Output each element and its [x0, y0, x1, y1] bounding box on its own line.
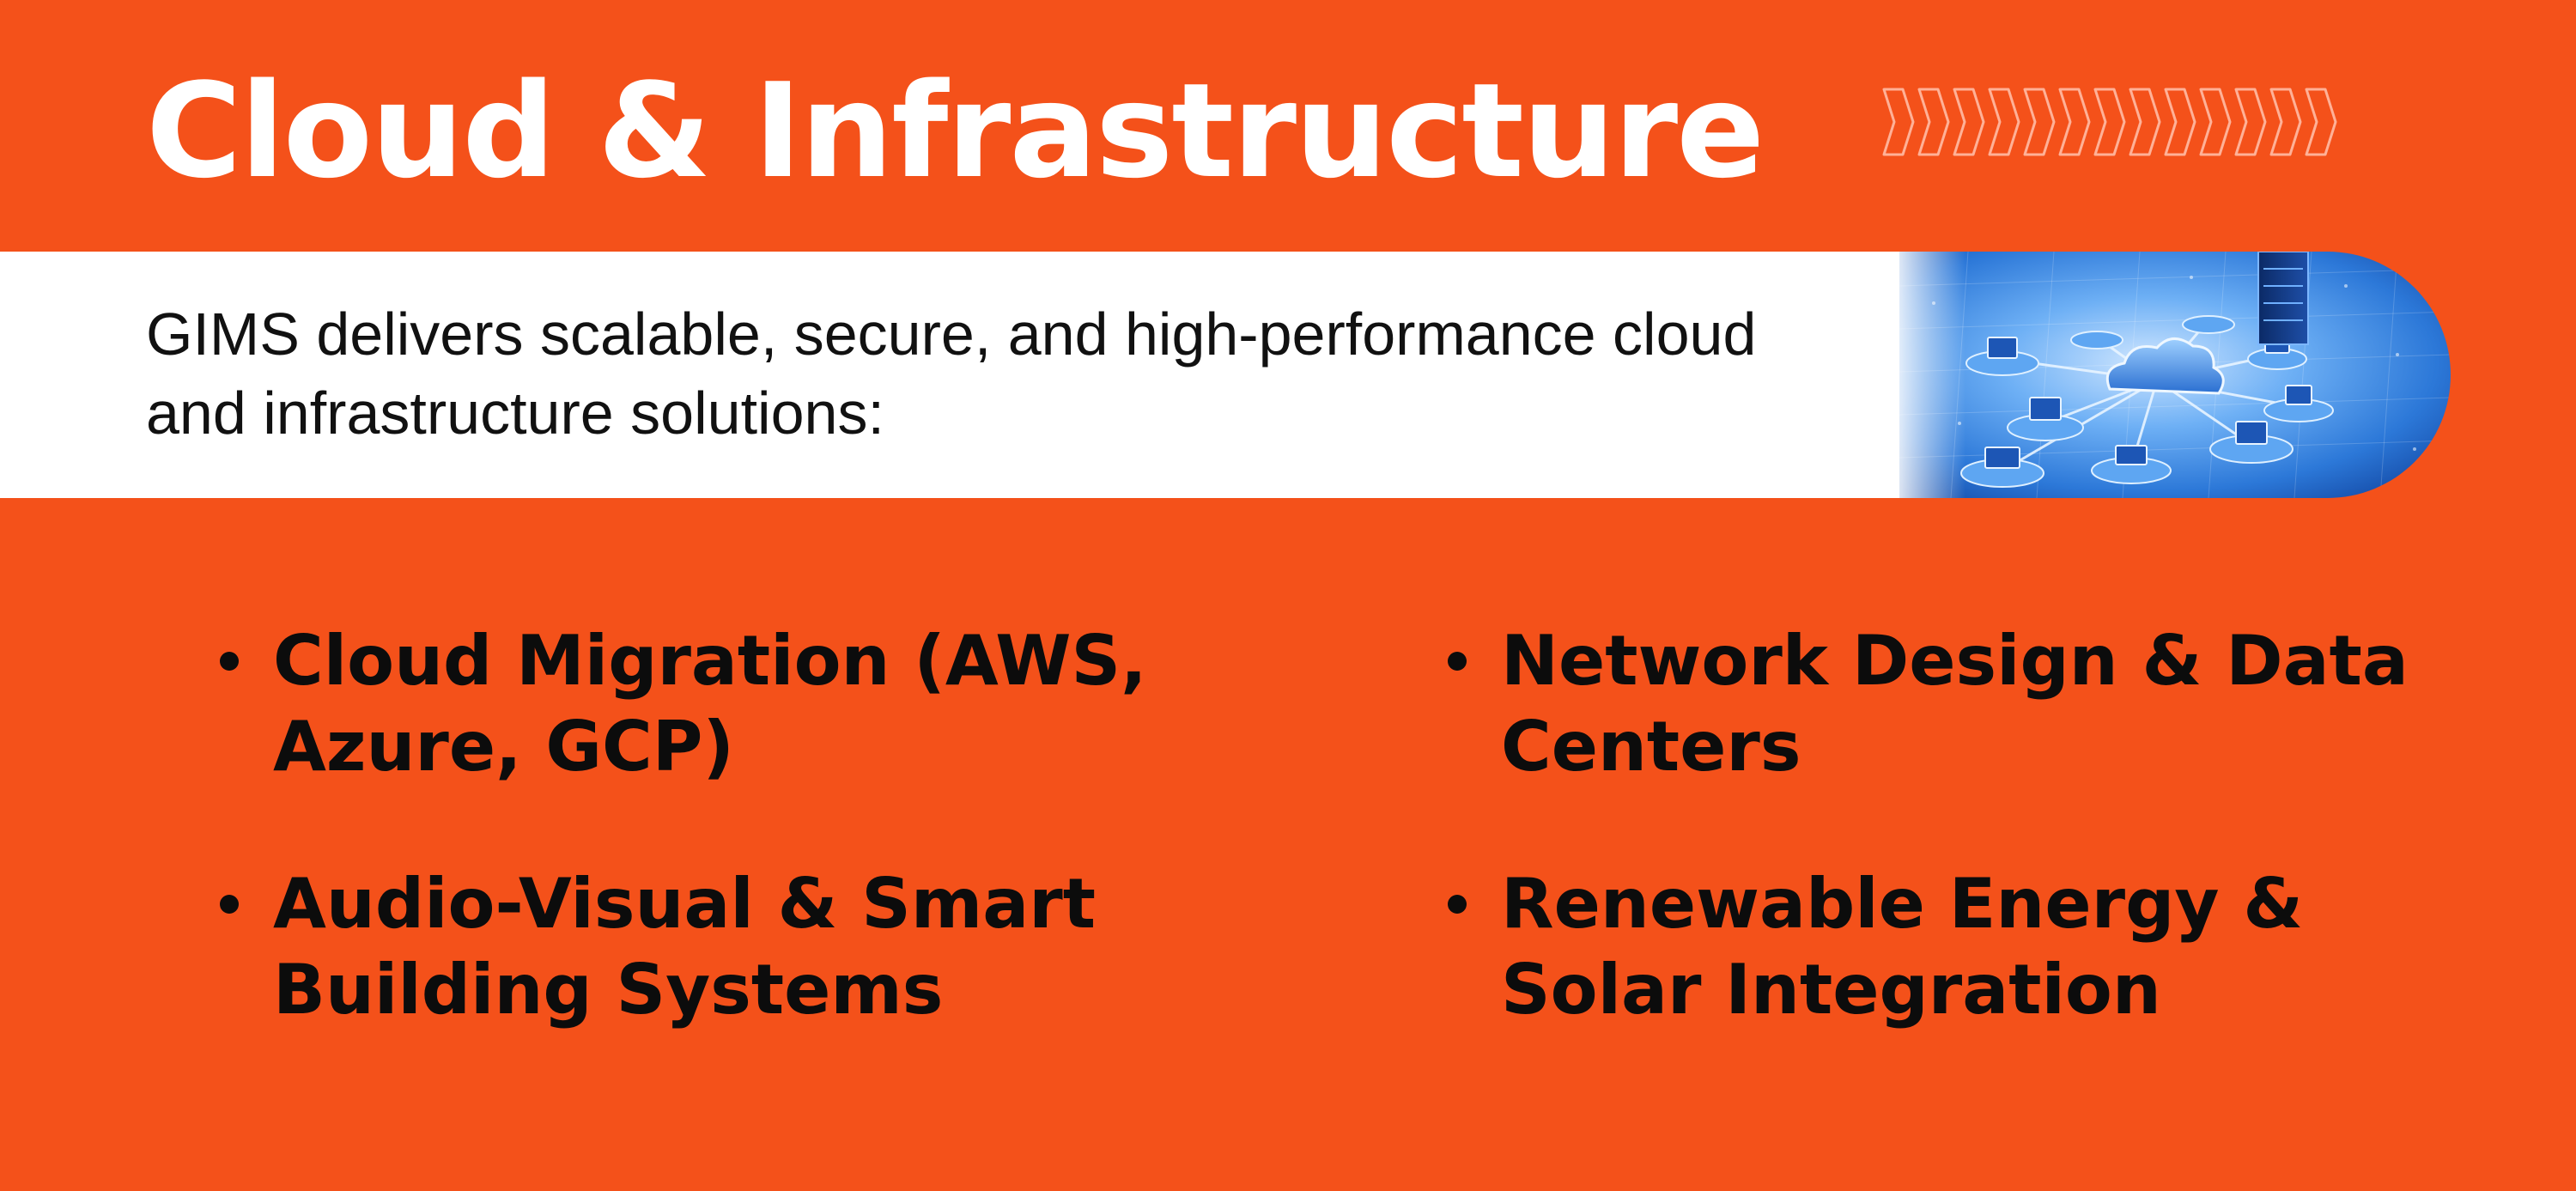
chevron-right-icon: [2305, 88, 2337, 156]
bullet-audio-visual: Audio-Visual & Smart Building Systems: [273, 864, 1096, 1030]
chevron-right-icon: [2199, 88, 2232, 156]
cloud-network-image: [1899, 252, 2451, 498]
chevron-right-icon: [1988, 88, 2020, 156]
chevron-right-icon: [1917, 88, 1950, 156]
intro-line-2: and infrastructure solutions:: [146, 380, 884, 447]
bullet-network-design: Network Design & Data Centers: [1501, 621, 2409, 787]
chevron-right-icon: [2023, 88, 2056, 156]
chevron-right-icon: [2234, 88, 2267, 156]
bullet-cloud-migration: Cloud Migration (AWS, Azure, GCP): [273, 621, 1147, 787]
bullet-dot: [1448, 895, 1467, 914]
bullet-renewable-energy: Renewable Energy & Solar Integration: [1501, 864, 2304, 1030]
chevron-right-icon: [2129, 88, 2161, 156]
intro-line-1: GIMS delivers scalable, secure, and high…: [146, 301, 1757, 368]
chevron-right-icon: [2093, 88, 2126, 156]
chevron-right-icon: [1882, 88, 1915, 156]
intro-text: GIMS delivers scalable, secure, and high…: [146, 295, 1880, 453]
chevron-pattern-icon: [1882, 88, 2337, 156]
bullet-dot: [220, 652, 239, 671]
slide-title: Cloud & Infrastructure: [146, 55, 1765, 207]
bullet-dot: [1448, 652, 1467, 671]
bullet-dot: [220, 895, 239, 914]
chevron-right-icon: [1953, 88, 1985, 156]
intro-band: [0, 252, 1899, 498]
chevron-right-icon: [2058, 88, 2091, 156]
chevron-right-icon: [2269, 88, 2302, 156]
chevron-right-icon: [2164, 88, 2196, 156]
